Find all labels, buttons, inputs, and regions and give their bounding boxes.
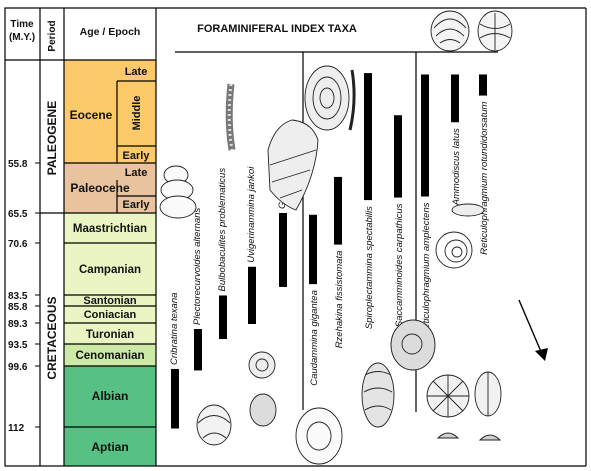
paleocene-late: Late (125, 167, 148, 179)
taxon-label: Ammodiscus latus (451, 128, 462, 206)
time-tick-label: 89.3 (8, 319, 28, 330)
bulbobaculites-chain (225, 83, 236, 151)
epoch-paleocene: Paleocene (70, 181, 130, 195)
taxa-title: FORAMINIFERAL INDEX TAXA (197, 23, 357, 35)
period-cretaceous: CRETACEOUS (45, 296, 59, 379)
stage-aptian: Aptian (91, 440, 128, 454)
stage-cenomanian: Cenomanian (75, 350, 144, 362)
time-tick-label: 99.6 (8, 362, 28, 373)
range-bar (279, 213, 287, 287)
taxon-labels: Cribratina texana Plectorecurvoides alter… (169, 101, 490, 385)
range-bar (194, 329, 202, 371)
stage-maastrichtian: Maastrichtian (73, 223, 147, 235)
cribratina-test (159, 165, 197, 219)
range-bar (451, 74, 459, 123)
eocene-middle: Middle (131, 96, 143, 131)
period-paleogene: PALEOGENE (45, 101, 59, 175)
taxon-label: Spiroplectammina spectabilis (364, 206, 375, 329)
taxon-label: Reticulophragmium rotundidorsatum (479, 101, 490, 254)
range-bar (219, 295, 227, 339)
taxon-label: Bulbobaculites problematicus (217, 168, 228, 292)
goesella-test (267, 119, 319, 211)
time-header-line2: (M.Y.) (9, 32, 35, 43)
range-bar (309, 214, 317, 285)
spiral-test-top (304, 65, 356, 131)
range-bar (364, 73, 372, 201)
time-tick-label: 85.8 (8, 302, 28, 313)
epoch-header: Age / Epoch (80, 26, 141, 38)
eocene-early: Early (123, 150, 151, 162)
range-bar (421, 74, 429, 197)
taxon-label: Plectorecurvoides alternans (192, 208, 203, 325)
time-tick-label: 112 (8, 423, 25, 434)
taxon-label: Reticulophragmium amplectens (421, 202, 432, 335)
ammodiscus-coil (435, 203, 485, 269)
stage-albian: Albian (92, 389, 129, 403)
range-bar (334, 176, 342, 245)
range-bar (394, 115, 402, 198)
paleocene-early: Early (123, 199, 151, 211)
table-grid (4, 7, 157, 467)
range-bars (171, 73, 487, 429)
taxon-label: Uvigerinammina jankoi (246, 166, 257, 263)
time-header-line1: Time (10, 19, 34, 30)
stage-coniacian: Coniacian (84, 309, 137, 321)
taxon-label: Rzehakina fissistomata (334, 251, 345, 349)
evolution-arrow (518, 299, 548, 361)
taxon-label: Caudammina gigantea (309, 290, 320, 386)
taxon-label: Cribratina texana (169, 293, 180, 365)
time-tick-label: 83.5 (8, 291, 28, 302)
trochospiral-test-top-right (430, 10, 513, 52)
range-bar (248, 266, 256, 324)
taxon-label: Saccamminoides carpathicus (394, 203, 405, 327)
time-tick-label: 70.6 (8, 239, 28, 250)
time-tick-label: 93.5 (8, 340, 28, 351)
upper-cretaceous-band (64, 213, 156, 344)
time-tick-label: 65.5 (8, 209, 28, 220)
lower-specimens (196, 319, 502, 465)
stage-santonian: Santonian (83, 295, 136, 307)
lower-cretaceous-band (64, 366, 156, 466)
paleocene-band (64, 163, 156, 213)
range-bar (479, 74, 487, 96)
time-ticks: 55.8 65.5 70.6 83.585.8 89.3 93.5 99.6 112 (8, 159, 40, 434)
specimen-sketches (159, 10, 513, 465)
period-header: Period (47, 20, 58, 51)
eocene-late: Late (125, 66, 148, 78)
range-bar (171, 368, 179, 429)
stage-turonian: Turonian (86, 329, 134, 341)
epoch-eocene: Eocene (70, 108, 113, 122)
time-tick-label: 55.8 (8, 159, 28, 170)
cenomanian-band (64, 344, 156, 366)
stage-campanian: Campanian (79, 264, 141, 276)
